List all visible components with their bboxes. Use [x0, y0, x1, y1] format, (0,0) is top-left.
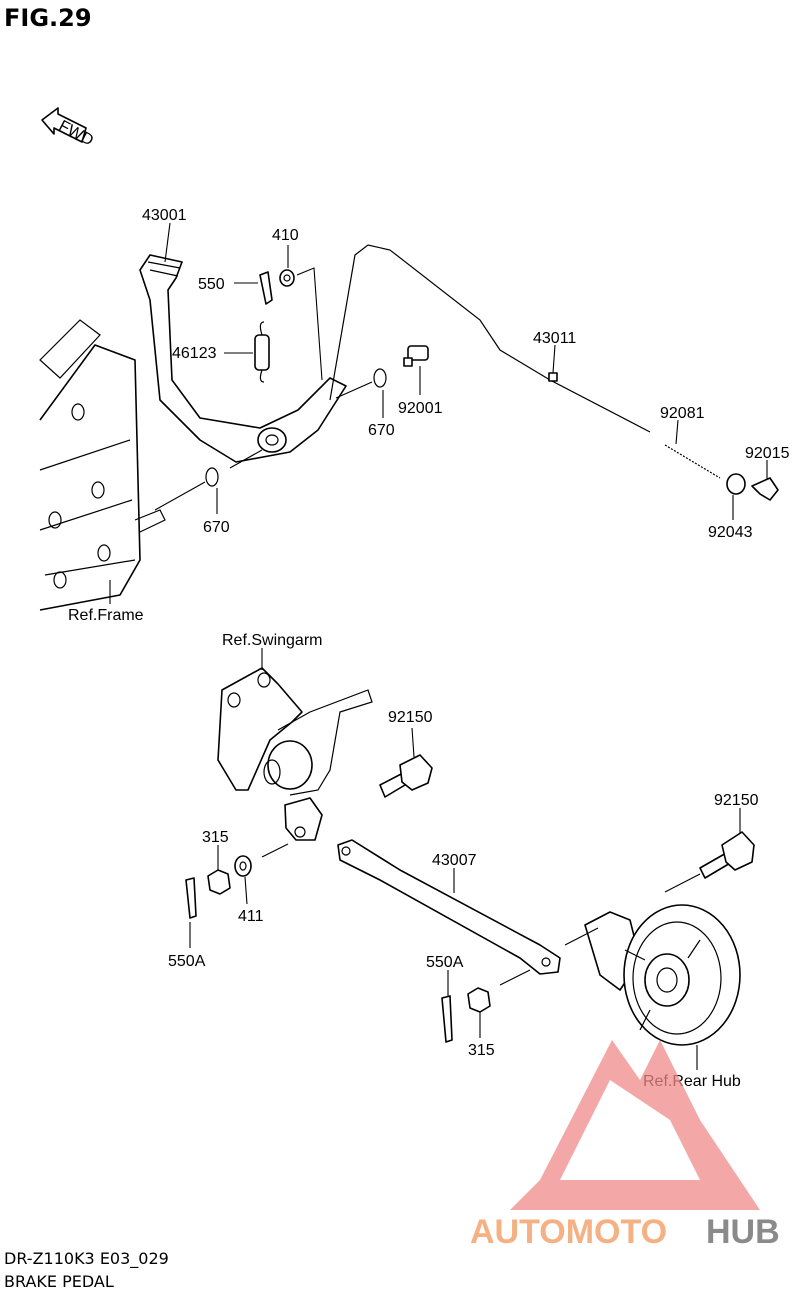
spring-92081	[664, 444, 721, 479]
callout-670-upper: 670	[368, 422, 395, 439]
nut-315-left	[207, 869, 231, 895]
bolt-92001	[403, 345, 429, 367]
cotter-pin-550	[259, 271, 273, 305]
spring-46123	[254, 321, 270, 383]
model-code: DR-Z110K3 E03_029	[4, 1249, 169, 1268]
frame-ref	[39, 319, 166, 611]
callout-550a-left: 550A	[168, 953, 206, 970]
callout-92150-upper: 92150	[388, 709, 433, 726]
fwd-arrow-icon: FWD	[41, 107, 96, 150]
callout-92001: 92001	[398, 400, 443, 417]
washer-410	[279, 269, 295, 287]
watermark-text-a: AUTOMOTO	[470, 1213, 667, 1251]
swingarm-ref	[217, 667, 373, 841]
callout-550a-right: 550A	[426, 954, 464, 971]
callout-315-left: 315	[202, 829, 229, 846]
brake-rod-43011	[329, 244, 651, 433]
nut-315-right	[467, 987, 491, 1013]
callout-46123: 46123	[172, 345, 217, 362]
cotter-pin-550a-left	[185, 877, 197, 919]
circlip-670-lower	[205, 467, 219, 487]
ref-frame-label: Ref.Frame	[68, 607, 144, 624]
callout-670-lower: 670	[203, 519, 230, 536]
callout-92015: 92015	[745, 445, 790, 462]
callout-92150-lower: 92150	[714, 792, 759, 809]
callout-411: 411	[238, 908, 264, 925]
torque-link-43007	[337, 839, 561, 975]
callout-43011: 43011	[533, 330, 576, 347]
cotter-pin-550a-right	[441, 995, 453, 1043]
brake-pedal-part	[139, 254, 347, 463]
watermark-logo	[510, 1040, 760, 1210]
watermark-text-b: HUB	[706, 1213, 780, 1251]
ref-swingarm-label: Ref.Swingarm	[222, 632, 322, 649]
callout-92081: 92081	[660, 405, 705, 422]
figure-title: FIG.29	[4, 4, 92, 32]
rear-hub-ref	[584, 904, 741, 1046]
bolt-92150-lower	[699, 831, 755, 879]
callout-43001: 43001	[142, 207, 187, 224]
callout-43007: 43007	[432, 852, 477, 869]
washer-411	[234, 855, 252, 877]
wing-nut-92015	[751, 477, 779, 501]
callout-315-right: 315	[468, 1042, 495, 1059]
collar-92043	[726, 473, 746, 495]
bolt-92150-upper	[379, 754, 433, 798]
section-name: BRAKE PEDAL	[4, 1272, 114, 1291]
callout-410: 410	[272, 227, 299, 244]
callout-550: 550	[198, 276, 225, 293]
circlip-670-upper	[373, 368, 387, 388]
callout-92043: 92043	[708, 524, 753, 541]
